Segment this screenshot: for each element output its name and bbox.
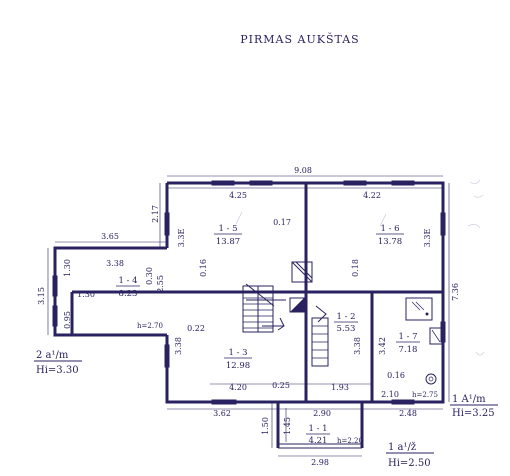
dim-annex-opening: 2.55	[156, 275, 165, 293]
toilet-icon	[425, 373, 437, 385]
room-1-6: 1 - 6 13.78	[376, 224, 404, 247]
svg-text:1 - 4: 1 - 4	[118, 276, 137, 286]
dim-inner-018: 0.18	[351, 259, 360, 277]
block-2a1m: 2 a¹/m Hi=3.30	[34, 350, 82, 376]
svg-text:1 - 3: 1 - 3	[228, 348, 247, 358]
dim-top-mid-wall: 0.17	[273, 218, 291, 227]
svg-text:1 A¹/m: 1 A¹/m	[452, 394, 486, 405]
room-1-7: 1 - 7 7.18	[396, 332, 420, 355]
dim-porch-width: 2.98	[311, 458, 329, 467]
staircase-icon	[242, 283, 286, 333]
dim-top-right-width: 4.22	[363, 191, 381, 200]
dim-bottom-right-outer: 2.48	[399, 409, 417, 418]
height-porch: h=2.20	[337, 437, 363, 445]
dim-wall-022: 0.22	[187, 324, 205, 333]
dimension-lines	[47, 175, 450, 457]
dim-annex-lower: 0.95	[63, 311, 72, 329]
dim-annex-inner-width: 3.38	[106, 259, 124, 268]
annex-outline	[53, 246, 167, 337]
dim-porch-inner-height: 1.45	[283, 417, 292, 435]
dim-room12-height: 3.38	[353, 337, 362, 355]
svg-text:7.18: 7.18	[399, 345, 418, 355]
svg-text:Hi=3.25: Hi=3.25	[452, 408, 495, 419]
dim-room17-height: 3.42	[378, 337, 387, 355]
dim-annex-width: 3.65	[101, 232, 119, 241]
dim-bottom-left-outer: 3.62	[213, 409, 231, 418]
svg-text:13.87: 13.87	[216, 237, 240, 247]
svg-text:Hi=2.50: Hi=2.50	[388, 458, 431, 469]
dim-room17-width: 2.10	[381, 390, 399, 399]
height-notes: h=2.70 h=2.75 h=2.20	[137, 322, 438, 445]
faint-marks	[235, 179, 485, 356]
stove-icon	[291, 261, 313, 283]
dim-room17-wall: 0.16	[387, 371, 405, 380]
dim-bottom-left-inner: 4.20	[229, 383, 247, 392]
dim-annex-step-width: 1.30	[77, 290, 95, 299]
svg-text:8.23: 8.23	[119, 289, 138, 299]
inner-walls	[70, 183, 443, 402]
porch-outline	[276, 402, 364, 448]
dim-annex-height: 1.30	[63, 259, 72, 277]
outer-walls	[53, 181, 445, 449]
staircase-small-icon	[311, 305, 329, 367]
block-labels: 2 a¹/m Hi=3.30 1 A¹/m Hi=3.25 1 a¹/ž Hi=…	[34, 350, 498, 469]
dim-inner-016: 0.16	[199, 259, 208, 277]
svg-text:12.98: 12.98	[226, 361, 250, 371]
height-room17: h=2.75	[412, 391, 438, 399]
room-labels: 1 - 5 13.87 1 - 6 13.78 1 - 4 8.23 1 - 3…	[116, 224, 420, 446]
dim-room16-height: 3.3E	[423, 229, 432, 248]
room-1-1: 1 - 1 4.21	[306, 424, 330, 446]
dim-bottom-mid-outer: 2.90	[313, 409, 331, 418]
dim-top-left-width: 4.25	[229, 191, 247, 200]
svg-text:1 - 1: 1 - 1	[308, 424, 327, 434]
dim-bottom-mid-wall: 0.25	[272, 381, 290, 390]
svg-text:13.78: 13.78	[378, 237, 402, 247]
porch-bottom	[278, 443, 362, 449]
dimension-labels: 9.08 4.25 4.22 0.17 2.17 3.3E 3.3E 0.16 …	[37, 166, 460, 467]
room-1-4: 1 - 4 8.23	[116, 276, 140, 299]
svg-text:1 a¹/ž: 1 a¹/ž	[388, 442, 416, 453]
svg-text:1 - 6: 1 - 6	[380, 224, 399, 234]
plan-title: PIRMAS AUKŠTAS	[240, 32, 359, 46]
sink-icon	[405, 297, 433, 321]
dim-annex-wall: 0.30	[145, 267, 154, 285]
svg-text:2 a¹/m: 2 a¹/m	[36, 350, 69, 361]
main-outline	[165, 181, 445, 404]
block-1A1m: 1 A¹/m Hi=3.25	[450, 394, 498, 419]
svg-text:4.21: 4.21	[309, 436, 328, 446]
boiler-icon	[429, 327, 443, 345]
dim-left-top-height: 2.17	[151, 205, 160, 223]
windows	[52, 180, 446, 405]
dim-room15-height: 3.3E	[177, 229, 186, 248]
chimney-icon	[289, 297, 305, 313]
block-1a1z: 1 a¹/ž Hi=2.50	[386, 442, 434, 469]
dim-room13-height: 3.38	[174, 337, 183, 355]
svg-text:5.53: 5.53	[337, 324, 356, 334]
room-1-2: 1 - 2 5.53	[334, 312, 358, 334]
room-1-5: 1 - 5 13.87	[214, 224, 242, 247]
svg-text:1 - 7: 1 - 7	[398, 332, 417, 342]
dim-bottom-mid-inner: 1.93	[331, 383, 349, 392]
svg-text:Hi=3.30: Hi=3.30	[36, 365, 79, 376]
dim-annex-outer-height: 3.15	[37, 287, 46, 305]
height-annex: h=2.70	[137, 322, 163, 330]
svg-text:1 - 2: 1 - 2	[336, 312, 355, 322]
dim-porch-outer-height: 1.50	[261, 417, 270, 435]
dim-right-outer-height: 7.36	[451, 283, 460, 301]
dim-overall-width: 9.08	[294, 166, 312, 175]
svg-text:1 - 5: 1 - 5	[218, 224, 237, 234]
room-1-3: 1 - 3 12.98	[224, 348, 252, 371]
